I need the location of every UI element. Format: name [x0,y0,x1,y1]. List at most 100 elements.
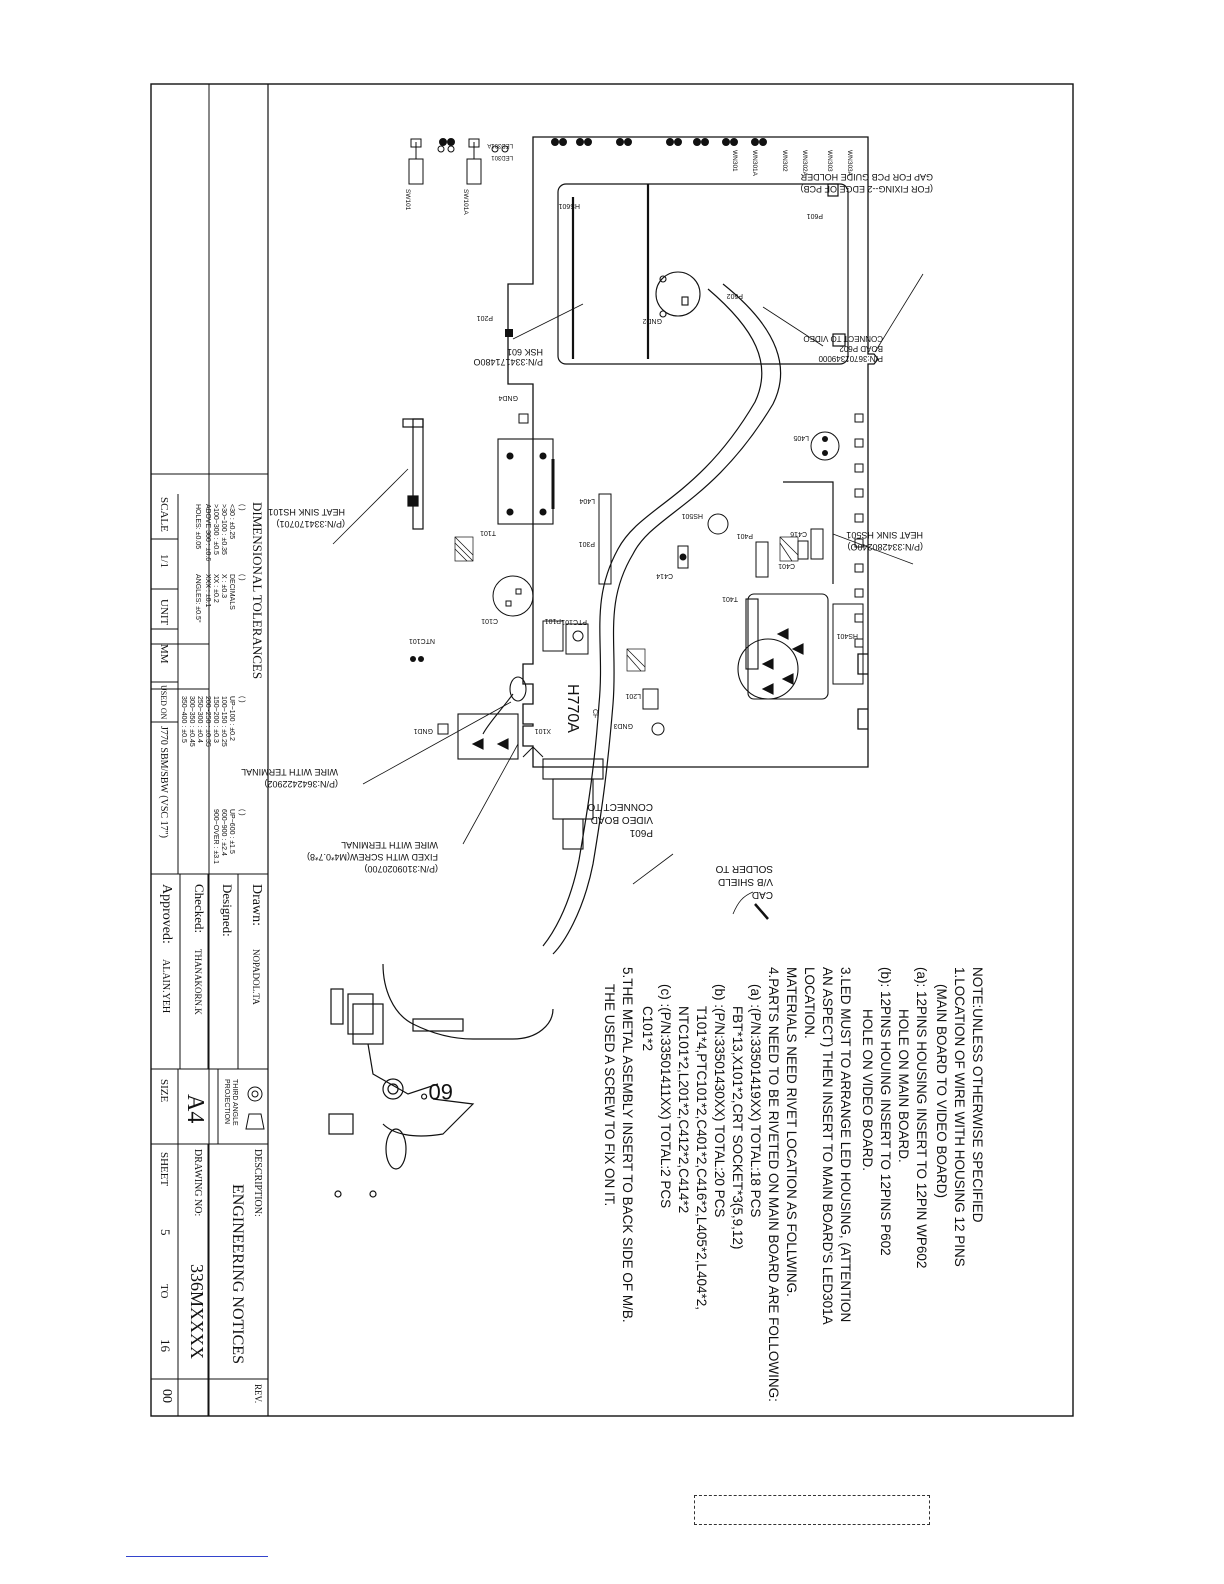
notes-line: FBT*13,X101*2,CRT SOCKET*3(5,9,12) [730,1006,745,1249]
heat-sink-hs101 [402,418,424,530]
size-label: SIZE [158,1079,170,1103]
crt-socket [655,271,701,318]
label-led301: LED301 [491,154,513,160]
callout-hs101-2: (P/N:334170701) [276,519,345,529]
wn-labels: WN301 WN301A WN302 WN302A WN303 WN303A [731,150,853,177]
callout-hsk601-2: P/N:334171480O [473,357,543,367]
tol-col2: ( ) [238,574,245,581]
tol-col4: 900~OVER : ±3.1 [212,809,219,864]
notes-line: 1.LOCATION OF WIRE WITH HOUSING 12 PINS [952,967,967,1267]
notes-line: C101*2 [640,1006,655,1051]
assembly-detail [328,963,554,1198]
notes-line: (a) :(P/N:33501419XX) TOTAL:18 PCS [748,984,763,1217]
edge-tabs [854,413,864,648]
callout-wire-2: (P/N:3642422902) [264,779,338,789]
tol-col3: UP~100 : ±0.2 [228,696,235,741]
power-section [677,513,824,578]
flyback-t401 [737,593,829,700]
sheet-label: SHEET [158,1152,170,1187]
tolerances-title: DIMENSIONAL TOLERANCES [250,502,265,679]
notes-line: NTC101*2,L201*2,C412*2,C414*2 [676,1006,691,1213]
tol-col4: UP~600 : ±1.5 [228,809,235,854]
callout-gap-1: GAP FOR PCB GUIDE HOLDER [800,172,933,182]
tol-col3: 300~350 : ±0.45 [188,696,195,747]
hatched-pads [454,536,799,672]
notes-title: NOTE:UNLESS OTHERWISE SPECIFIED [970,967,985,1223]
board-model-label: H770A [564,684,581,733]
transformer-t101 [497,438,555,525]
tol-col3: 150~200 : ±0.3 [212,696,219,743]
sheet-from: 5 [158,1229,173,1236]
projection-line2: PROJECTION [223,1079,230,1124]
checked-label: Checked: [192,884,207,933]
notes-line: HOLE ON MAIN BOARD. [896,1009,911,1163]
label-p601: P601 [807,212,823,219]
label-wn302a: WN302A [801,150,808,177]
rev-value: 00 [159,1389,174,1403]
checked-value: THANAKORN.K [193,949,203,1015]
drawn-value: NOPADOL.TA [251,949,261,1005]
sheet-to: 16 [158,1339,173,1353]
tol-col2: ANGLES: ±0.5° [194,574,202,623]
used-on-value: J770 SBM/SBW (VSC 17") [158,726,169,838]
designed-label: Designed: [220,884,235,937]
general-notes: NOTE:UNLESS OTHERWISE SPECIFIED 1.LOCATI… [602,967,985,1402]
notes-line: (MAIN BOARD TO VIDEO BOARD) [934,984,949,1198]
tol-col1: >30~100 : ±0.35 [220,504,227,555]
callout-hs501-1: HEAT SINK HS501 [846,530,923,540]
label-p401: P401 [737,532,753,539]
tol-col1: >100~300 : ±0.5 [212,504,219,555]
drawn-label: Drawn: [249,884,264,926]
callout-video-2: BOAD P602 [839,344,883,353]
video-board-area [557,183,849,365]
label-hs601: HS601 [558,202,580,209]
tol-col1: HOLES: ±0.05 [194,504,201,549]
label-sw101a: SW101A [462,189,469,215]
label-l201: L201 [625,692,641,699]
sheet-to-label: TO [158,1284,170,1299]
notes-line: (b): 12PINS HOUING INSERT TO 12PINS P602 [878,967,893,1256]
description-label: DESCRIPTION: [252,1149,263,1217]
notes-line: HOLE ON VIDEO BOARD. [860,1009,875,1171]
callout-cv-2: VIDEO BOAD [591,814,653,825]
callout-solder-3: CAD [752,889,773,900]
page-number-box [694,1495,930,1525]
label-c101: C101 [481,617,498,624]
callout-solder-1: SOLDER TO [715,863,773,874]
label-gnd3: GND3 [613,722,633,729]
label-wn301a: WN301A [751,150,758,177]
tol-col3: ( ) [238,696,245,703]
tol-col2: XXX : ±0.1 [204,574,211,608]
description-block: DESCRIPTION: ENGINEERING NOTICES DRAWING… [151,1144,268,1416]
label-p201: P201 [477,314,493,321]
unit-value: MM [158,644,170,664]
scale-unit-row: SCALE 1/1 UNIT MM USED ON J770 SBM/SBW (… [151,494,179,874]
callout-video-1: CONNECT TO VIDEO [803,334,883,343]
label-hs401: HS401 [836,632,858,639]
callout-cv-3: P601 [629,827,653,838]
drawing-no-label: DRAWING NO: [192,1149,203,1216]
label-led301a: LED301A [487,142,513,148]
signature-block: Drawn: NOPADOL.TA Designed: Checked: THA… [151,873,268,1145]
label-wp602: P301 [579,540,595,547]
tol-col2: X : ±0.3 [220,574,227,598]
tol-col2: XX : ±0.2 [212,574,219,603]
x101-terminal [457,676,527,760]
notes-line: T101*4,PTC101*2,C401*2,C416*2,L405*2,L40… [694,1006,709,1310]
notes-line: MATERIALS NEED RIVET LOCATION AS FOLLWIN… [784,967,799,1297]
notes-line: THE USED A SCREW TO FIX ON IT. [602,984,617,1206]
label-wn301: WN301 [731,150,738,172]
notes-line: AN ASPECT) THEN INSERT TO MAIN BOARD'S L… [820,967,835,1325]
callout-wire2-1: WIRE WITH TERMINAL [341,840,438,850]
label-t401: T401 [722,595,738,602]
notes-line: (b) :(P/N:33501430XX) TOTAL:20 PCS [712,984,727,1217]
tol-col3: 200~250 : ±0.35 [204,696,211,747]
label-p602: P602 [727,292,743,299]
label-l404: HS501 [681,512,703,519]
drawing-no-value: 336MXXXX [187,1264,207,1359]
unit-label: UNIT [158,599,170,626]
tol-col3: 250~300 : ±0.4 [196,696,203,743]
label-wn302: WN302 [781,150,788,172]
scale-label: SCALE [158,497,170,532]
